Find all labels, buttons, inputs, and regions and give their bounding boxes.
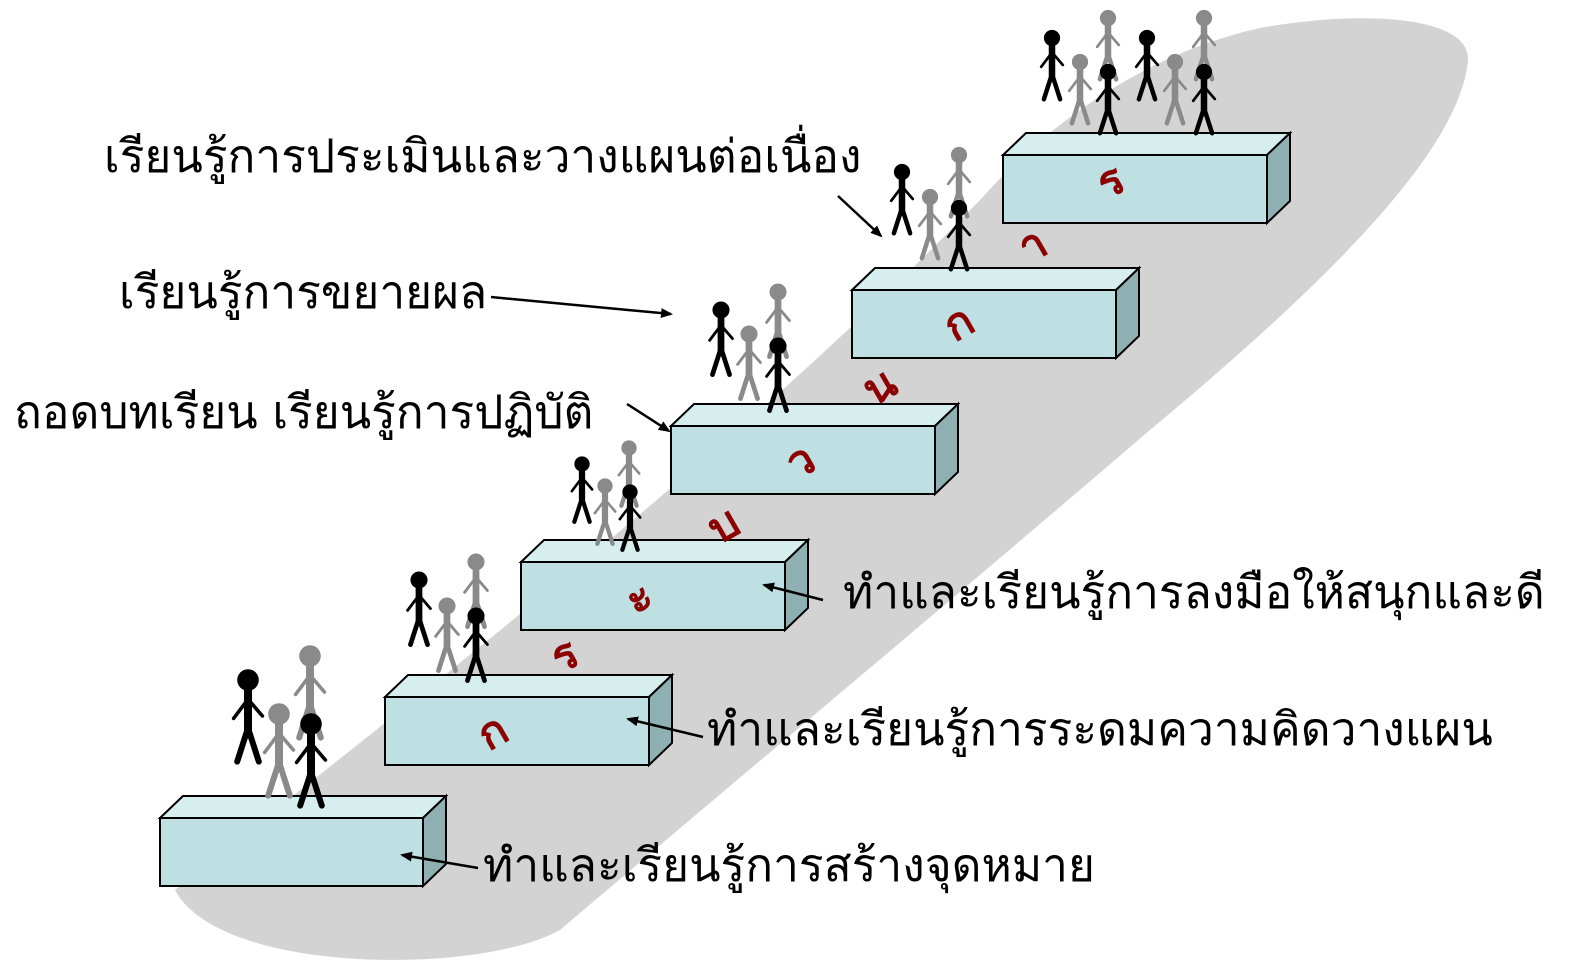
label-step5: เรียนรู้การขยายผล bbox=[119, 265, 487, 320]
person-icon bbox=[1067, 53, 1093, 126]
label-step2: ทำและเรียนรู้การระดมความคิดวางแผน bbox=[707, 702, 1493, 757]
step-block-4 bbox=[668, 401, 961, 497]
person-icon bbox=[765, 337, 791, 413]
person-icon bbox=[736, 325, 762, 401]
person-icon bbox=[1095, 63, 1121, 136]
person-icon bbox=[1162, 53, 1188, 126]
label-step3: ทำและเรียนรู้การลงมือให้สนุกและดี bbox=[843, 565, 1545, 621]
arrow-step1 bbox=[400, 851, 479, 870]
person-icon bbox=[231, 669, 265, 765]
arrow-step3 bbox=[762, 582, 824, 602]
person-icon bbox=[917, 188, 943, 261]
person-icon bbox=[463, 607, 489, 683]
arrow-step2 bbox=[626, 716, 704, 739]
person-icon bbox=[593, 478, 617, 546]
arrow-step6 bbox=[837, 195, 883, 238]
annotation-arrows bbox=[400, 195, 883, 870]
person-icon bbox=[1039, 29, 1065, 102]
person-icon bbox=[262, 703, 296, 799]
step-block-2 bbox=[382, 672, 675, 768]
arrow-step4 bbox=[626, 402, 671, 433]
person-icon bbox=[1191, 63, 1217, 136]
label-step6: เรียนรู้การประเมินและวางแผนต่อเนื่อง bbox=[104, 124, 862, 184]
person-icon bbox=[406, 571, 432, 647]
person-icon bbox=[294, 713, 328, 809]
person-icon bbox=[434, 597, 460, 673]
step-block-5 bbox=[849, 265, 1142, 361]
step-block-1 bbox=[157, 793, 449, 889]
people-groups bbox=[231, 9, 1217, 809]
person-icon bbox=[1134, 29, 1160, 102]
step-block-3 bbox=[518, 537, 811, 633]
person-icon bbox=[889, 163, 915, 236]
label-step1: ทำและเรียนรู้การสร้างจุดหมาย bbox=[483, 838, 1095, 894]
person-icon bbox=[708, 301, 734, 377]
person-icon bbox=[618, 484, 642, 552]
label-step4: ถอดบทเรียน เรียนรู้การปฏิบัติ bbox=[14, 385, 593, 440]
arrow-step5 bbox=[490, 295, 673, 319]
person-icon bbox=[570, 456, 594, 524]
person-icon bbox=[946, 199, 972, 272]
step-block-6 bbox=[1000, 130, 1293, 226]
